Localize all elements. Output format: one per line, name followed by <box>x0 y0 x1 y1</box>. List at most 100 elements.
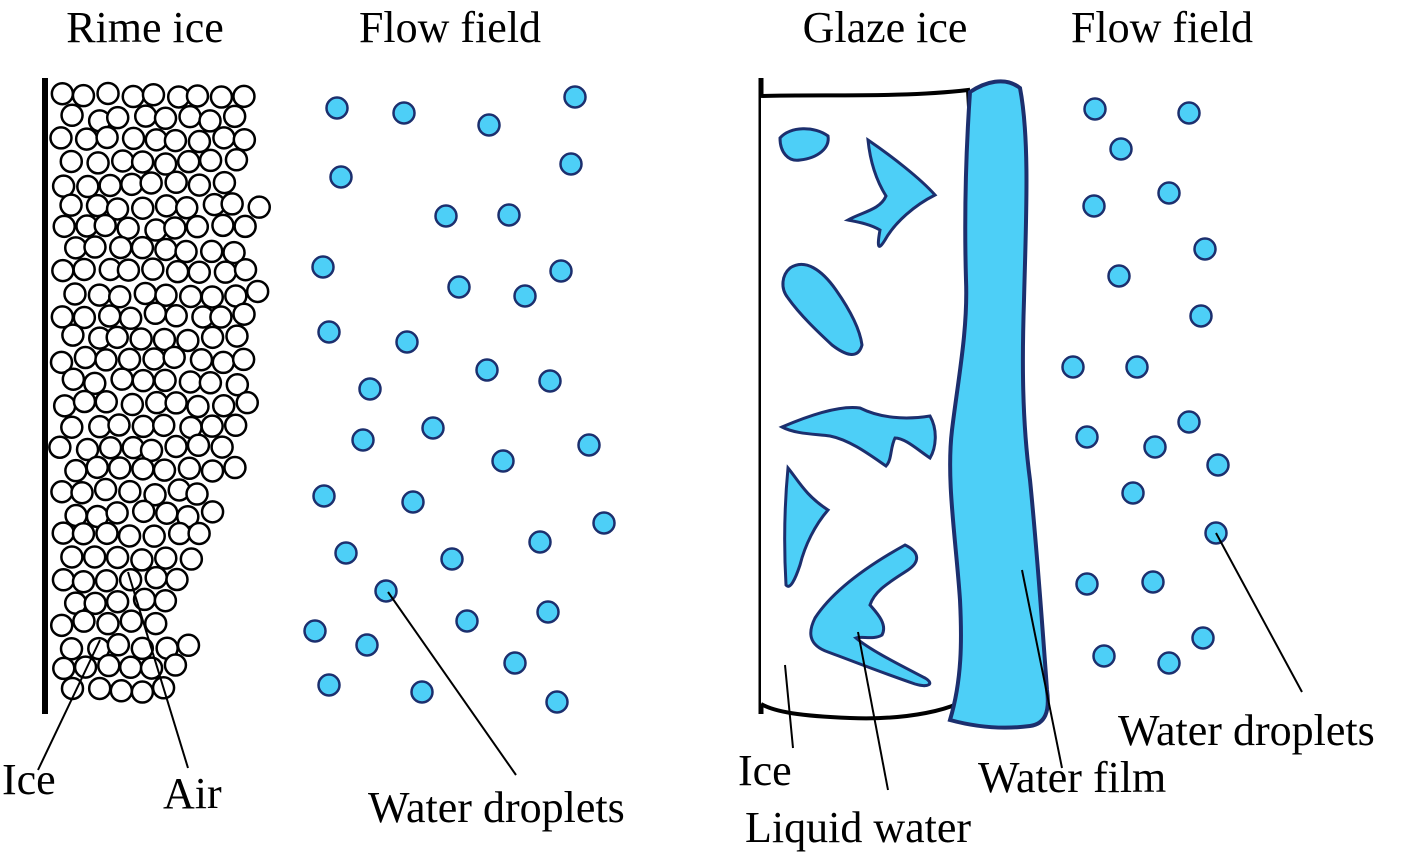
air-bubble <box>52 656 76 681</box>
air-bubble <box>152 458 177 482</box>
water-droplet <box>410 680 434 704</box>
air-bubble <box>143 301 168 326</box>
ice-leader-line-left <box>37 639 101 771</box>
water-droplet <box>1092 644 1116 668</box>
air-bubble <box>118 306 143 331</box>
air-bubble <box>154 546 178 570</box>
flow-field-droplets-left <box>303 85 616 714</box>
rime-ice-air-bubbles <box>48 81 271 704</box>
air-bubble <box>60 415 84 440</box>
air-bubble <box>51 521 75 545</box>
air-bubble <box>117 347 142 372</box>
rime-ice-panel: Rime ice Flow field Ice Air Water drople… <box>2 3 625 832</box>
air-bubble <box>198 371 223 395</box>
air-bubble <box>105 501 129 525</box>
air-bubble <box>145 390 169 415</box>
air-bubble <box>107 413 131 437</box>
air-bubble <box>154 283 178 307</box>
water-droplet <box>334 541 358 565</box>
air-bubble <box>155 501 179 525</box>
air-bubble <box>211 213 235 238</box>
air-bubble <box>73 655 98 679</box>
glaze-ice-panel: Glaze ice Flow field Ice Liquid water Wa… <box>738 3 1375 852</box>
water-droplet <box>440 547 464 571</box>
air-bubble <box>96 611 120 636</box>
air-bubble <box>164 391 188 415</box>
air-bubble <box>51 568 76 592</box>
air-bubble <box>130 636 155 661</box>
air-bubble <box>247 195 271 219</box>
air-bubble <box>60 545 84 569</box>
air-bubble <box>187 260 212 284</box>
air-bubble <box>86 151 110 175</box>
water-droplet <box>1191 626 1215 650</box>
air-bubble <box>163 653 188 677</box>
air-bubble <box>199 239 224 264</box>
air-bubble <box>130 196 155 220</box>
air-bubble <box>130 150 155 174</box>
water-droplet <box>475 358 499 382</box>
liquid-water-pocket <box>843 136 938 248</box>
air-leader-line <box>127 571 189 769</box>
water-droplet <box>1082 194 1106 218</box>
air-bubble <box>139 171 163 195</box>
water-droplet <box>329 165 353 189</box>
water-droplet <box>1193 237 1217 261</box>
ice-leader-line-right <box>784 664 794 749</box>
air-bubble <box>108 235 133 260</box>
air-bubble <box>178 284 203 309</box>
water-droplet <box>325 96 349 120</box>
water-droplet <box>1189 304 1213 328</box>
air-bubble <box>117 524 142 548</box>
air-bubble <box>59 149 84 174</box>
water-droplet <box>1075 572 1099 596</box>
air-bubble <box>200 325 225 350</box>
water-droplet <box>497 203 521 227</box>
air-bubble <box>64 458 88 483</box>
air-bubble <box>110 367 134 391</box>
water-droplet <box>1125 355 1149 379</box>
air-bubble <box>72 305 97 330</box>
air-bubble <box>187 521 211 546</box>
droplets-leader-line-left <box>387 591 517 776</box>
air-label: Air <box>163 769 222 818</box>
air-bubble <box>94 390 119 414</box>
air-bubble <box>223 455 247 480</box>
air-bubble <box>185 482 209 506</box>
air-bubble <box>151 413 176 438</box>
water-droplet <box>1107 264 1131 288</box>
water-droplet <box>1075 425 1099 449</box>
air-bubble <box>76 174 100 199</box>
water-droplet <box>392 101 416 125</box>
air-bubble <box>71 569 96 594</box>
air-bubble <box>222 104 247 129</box>
air-bubble <box>95 521 119 546</box>
air-bubble <box>225 324 249 348</box>
air-bubble <box>74 127 99 151</box>
air-bubble <box>52 394 77 418</box>
air-bubble <box>105 545 130 570</box>
flow-field-droplets-right <box>1061 97 1230 675</box>
air-bubble <box>72 609 96 633</box>
air-bubble <box>187 173 212 197</box>
air-bubble <box>94 568 119 593</box>
air-bubble <box>178 370 203 394</box>
air-bubble <box>185 214 210 239</box>
air-bubble <box>118 655 143 680</box>
liquid-water-pocket <box>783 464 831 588</box>
water-droplet <box>1121 481 1145 505</box>
water-film-label: Water film <box>978 753 1166 802</box>
ice-label-left: Ice <box>2 755 56 804</box>
air-bubble <box>61 323 85 347</box>
liquid-water-leader-line <box>857 631 889 791</box>
liquid-water-pocket <box>778 127 830 162</box>
air-bubble <box>97 304 122 328</box>
flow-field-title-left: Flow field <box>359 3 541 52</box>
air-bubble <box>106 633 131 657</box>
air-bubble <box>212 170 237 195</box>
air-bubble <box>110 149 135 173</box>
water-droplets-label-right: Water droplets <box>1118 706 1375 755</box>
air-bubble <box>71 521 96 546</box>
air-bubble <box>174 239 198 264</box>
